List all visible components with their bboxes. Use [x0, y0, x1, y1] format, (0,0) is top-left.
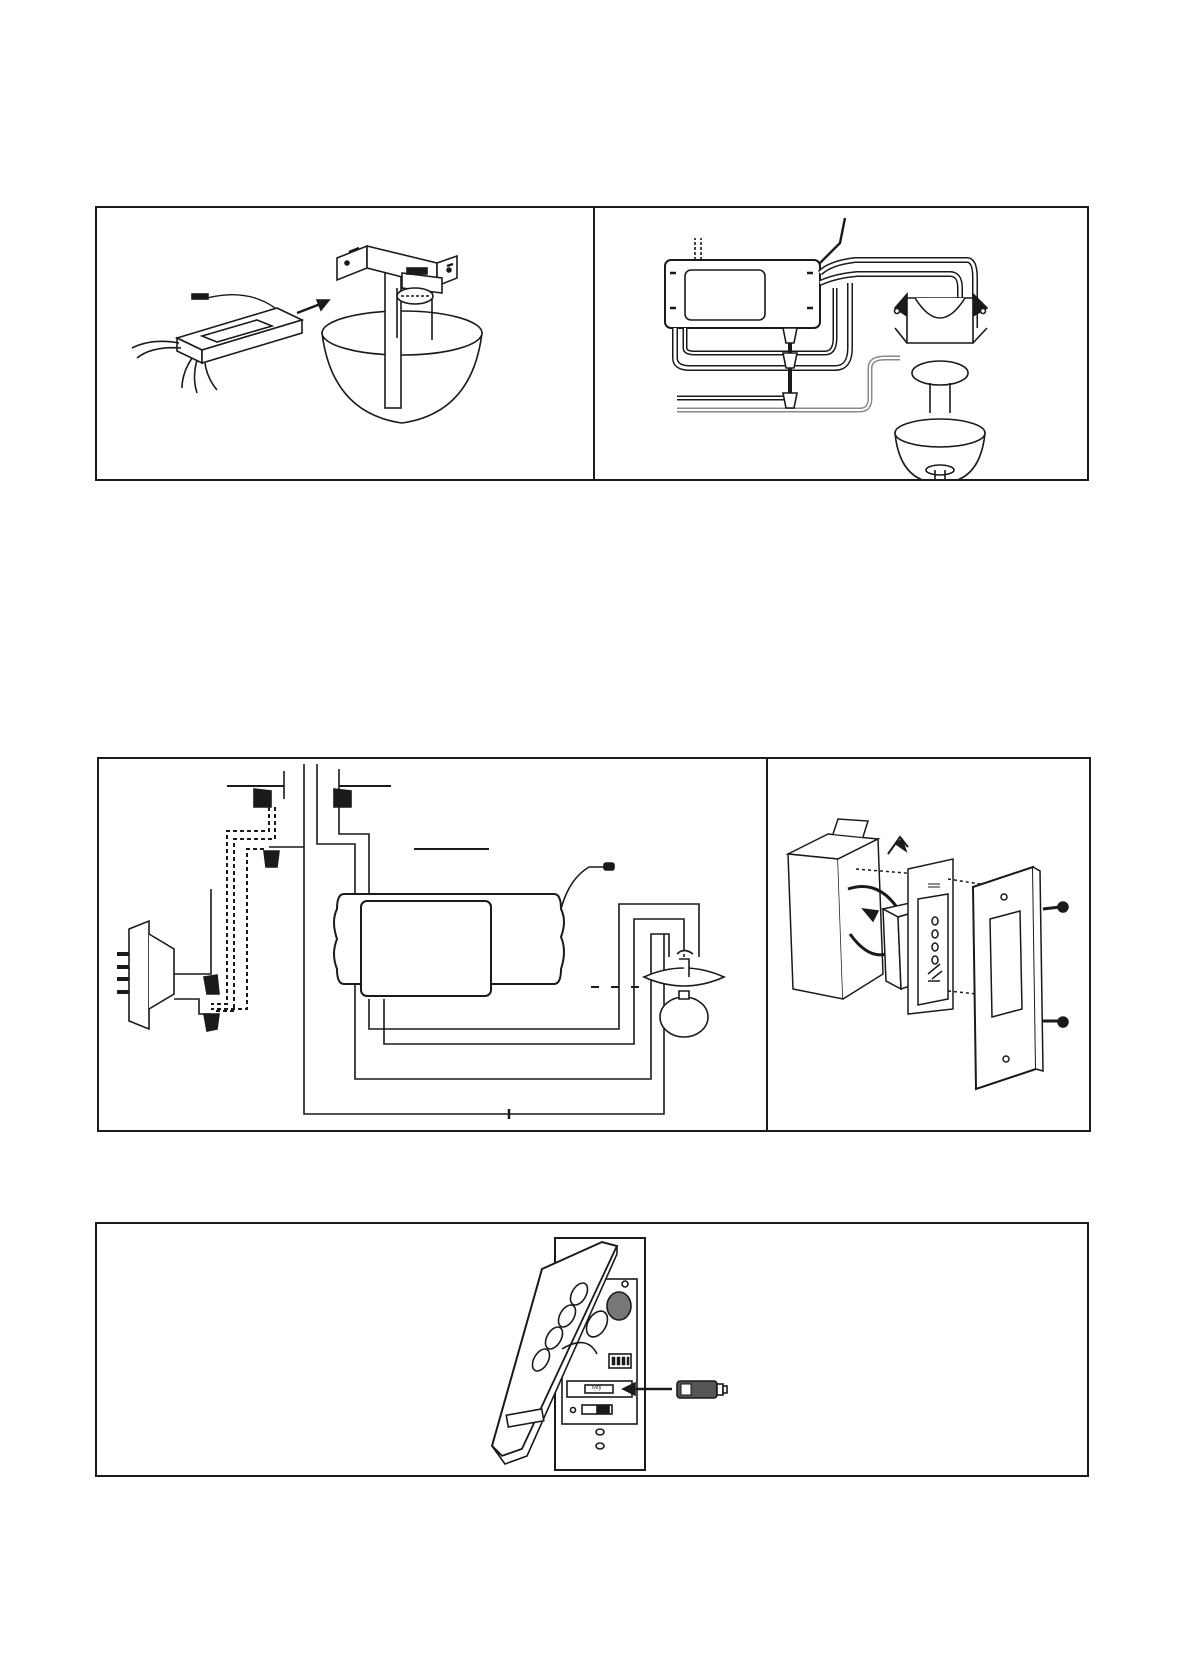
receiver-wiring-illustration	[595, 208, 1089, 479]
switch-label: Mty	[592, 1385, 602, 1391]
wall-box-install-illustration	[768, 759, 1091, 1130]
receiver-into-bracket-illustration	[97, 208, 593, 479]
figure-bottom: Mty	[95, 1222, 1089, 1477]
wall-transmitter-battery-illustration	[97, 1224, 1087, 1475]
figure-top	[95, 206, 1089, 481]
figure-middle	[97, 757, 1091, 1132]
wall-switch-wiring-schematic	[99, 759, 766, 1130]
